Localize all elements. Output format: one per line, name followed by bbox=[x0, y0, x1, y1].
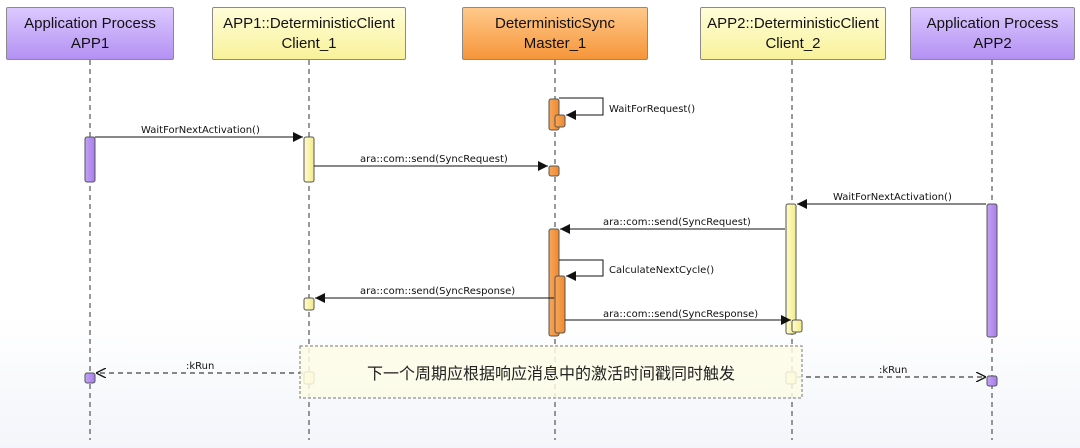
lifeline-head-client2: APP2::DeterministicClient Client_2 bbox=[700, 7, 886, 60]
lifeline-client1-title: APP1::DeterministicClient bbox=[223, 14, 395, 32]
lifeline-head-master: DeterministicSync Master_1 bbox=[462, 7, 648, 60]
lifeline-app2-name: APP2 bbox=[973, 34, 1012, 52]
msg-sync-response-2-label: ara::com::send(SyncResponse) bbox=[603, 309, 758, 320]
lifeline-client2-title: APP2::DeterministicClient bbox=[707, 14, 879, 32]
activation-client1-2 bbox=[303, 297, 315, 311]
lifeline-app2-title: Application Process bbox=[926, 14, 1059, 32]
msg-krun-1-label: :kRun bbox=[186, 361, 214, 372]
activation-app2-1 bbox=[986, 203, 998, 338]
activation-app2-2 bbox=[986, 375, 998, 387]
activation-master-2 bbox=[548, 165, 560, 177]
lifeline-head-app1: Application Process APP1 bbox=[6, 7, 174, 60]
msg-calc-next-cycle-label: CalculateNextCycle() bbox=[609, 265, 714, 276]
lifeline-master-name: Master_1 bbox=[523, 34, 587, 52]
msg-wait-for-request-arrow bbox=[559, 97, 604, 120]
activation-client2-1 bbox=[785, 203, 797, 335]
lifeline-client2-name: Client_2 bbox=[765, 34, 821, 52]
lifeline-app1-name: APP1 bbox=[70, 34, 110, 52]
msg-wait-for-request-label: WaitForRequest() bbox=[609, 104, 695, 115]
msg-calc-next-cycle-arrow bbox=[559, 259, 604, 281]
lifeline-app1-title: Application Process bbox=[24, 14, 156, 32]
activation-master-1-nested bbox=[554, 114, 566, 128]
msg-sync-request-2-label: ara::com::send(SyncRequest) bbox=[603, 217, 751, 228]
msg-sync-response-1-label: ara::com::send(SyncResponse) bbox=[360, 286, 515, 297]
lifeline-client1-name: Client_1 bbox=[281, 34, 337, 52]
lifeline-head-client1: APP1::DeterministicClient Client_1 bbox=[212, 7, 406, 60]
activation-client2-1-nested bbox=[791, 319, 803, 333]
msg-krun-2-label: :kRun bbox=[879, 365, 907, 376]
activation-app1-2 bbox=[84, 372, 96, 384]
msg-wait-next-act-1-label: WaitForNextActivation() bbox=[141, 125, 260, 136]
activation-app1-1 bbox=[84, 136, 96, 183]
activation-master-3-nested bbox=[554, 275, 566, 334]
activation-client1-1 bbox=[303, 136, 315, 183]
note-box bbox=[299, 345, 803, 399]
lifeline-head-app2: Application Process APP2 bbox=[910, 7, 1075, 60]
msg-wait-next-act-2-label: WaitForNextActivation() bbox=[833, 192, 952, 203]
lifeline-master-title: DeterministicSync bbox=[494, 14, 616, 32]
msg-sync-request-1-label: ara::com::send(SyncRequest) bbox=[360, 154, 508, 165]
